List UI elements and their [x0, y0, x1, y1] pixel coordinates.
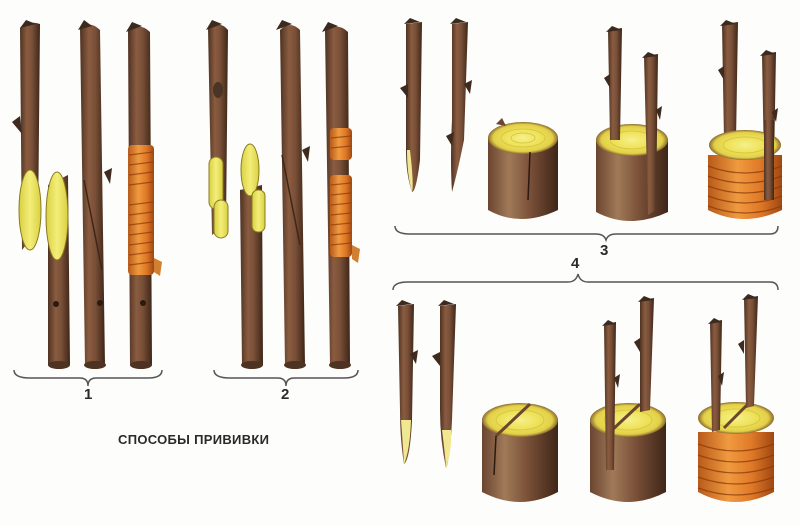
stump-with-scions — [596, 26, 668, 221]
bracket-4 — [392, 273, 779, 291]
bracket-2 — [213, 369, 359, 387]
group-3-illustration — [400, 18, 783, 221]
diagram-caption: СПОСОБЫ ПРИВИВКИ — [118, 432, 270, 447]
scion — [446, 18, 472, 192]
split-stump — [482, 402, 558, 502]
bracket-1 — [13, 369, 163, 387]
bound-graft — [322, 22, 360, 369]
stump — [488, 118, 558, 219]
split-stump-with-scions — [590, 296, 666, 502]
group-label-3: 3 — [600, 242, 609, 259]
joined-graft — [276, 20, 310, 369]
rootstock — [240, 143, 266, 369]
scion — [400, 18, 422, 192]
group-label-4: 4 — [571, 255, 580, 272]
group-1-illustration — [12, 20, 162, 369]
bracket-3 — [394, 225, 779, 243]
bound-split-stump — [697, 294, 775, 502]
scion — [206, 20, 229, 239]
group-4-illustration — [396, 294, 775, 502]
scion — [432, 300, 456, 468]
scion — [12, 20, 42, 251]
joined-graft — [78, 20, 112, 369]
rootstock — [45, 171, 70, 369]
bound-graft — [707, 20, 783, 219]
group-label-2: 2 — [281, 386, 290, 403]
group-label-1: 1 — [84, 386, 93, 403]
group-2-illustration — [206, 20, 360, 369]
bound-graft — [126, 22, 162, 369]
scion — [396, 300, 418, 464]
